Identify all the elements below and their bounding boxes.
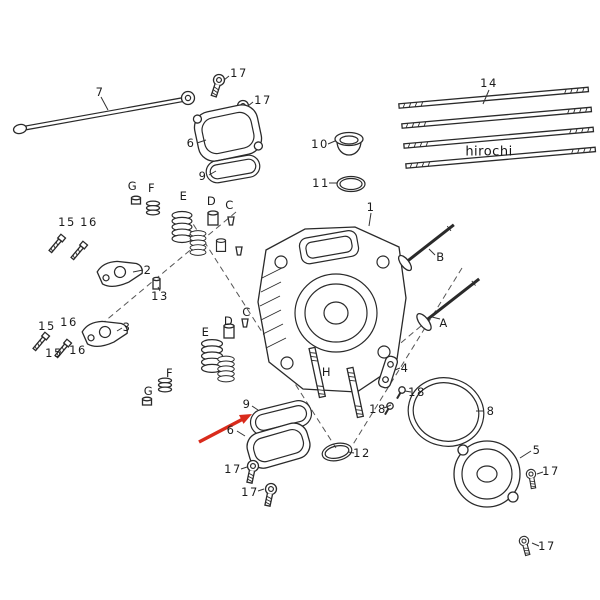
valve-parts-lower-cluster	[141, 318, 249, 406]
cylinder-head-cover-6	[192, 104, 264, 162]
valve-A	[416, 277, 481, 332]
valve-B	[397, 223, 455, 272]
rocker-arm-3	[80, 314, 131, 351]
rocker-arm-2	[95, 254, 146, 291]
flange-bolt-17-icon	[261, 481, 279, 508]
tappet-cap-10	[334, 131, 364, 156]
leader-lines	[100, 75, 544, 547]
screw-18-icon	[396, 386, 406, 400]
valve-parts-upper-cluster	[130, 195, 243, 256]
watermark: hirochi	[465, 144, 513, 160]
rocker-shaft-7	[12, 90, 196, 135]
o-ring-12	[321, 442, 353, 462]
cover-gasket-8	[407, 377, 485, 447]
o-ring-11	[336, 175, 366, 193]
flange-bolt-17-icon	[207, 72, 227, 99]
plate-4	[377, 355, 399, 389]
pivot-13	[152, 276, 161, 290]
screw-18-icon	[384, 402, 394, 416]
flange-bolt-17-icon	[243, 458, 261, 485]
adjuster-stud-15-icon	[31, 331, 51, 353]
adjuster-nut-16-icon	[53, 338, 73, 360]
adjuster-stud-15-icon	[47, 233, 67, 255]
flange-bolt-17-icon	[525, 468, 539, 490]
flange-bolt-17-icon	[517, 534, 533, 557]
pointer-arrow	[198, 414, 252, 444]
side-cover-6	[246, 422, 311, 469]
cover-gasket-9-top	[205, 154, 261, 184]
adjuster-nut-16-icon	[69, 240, 89, 262]
round-cover-5	[453, 440, 521, 508]
